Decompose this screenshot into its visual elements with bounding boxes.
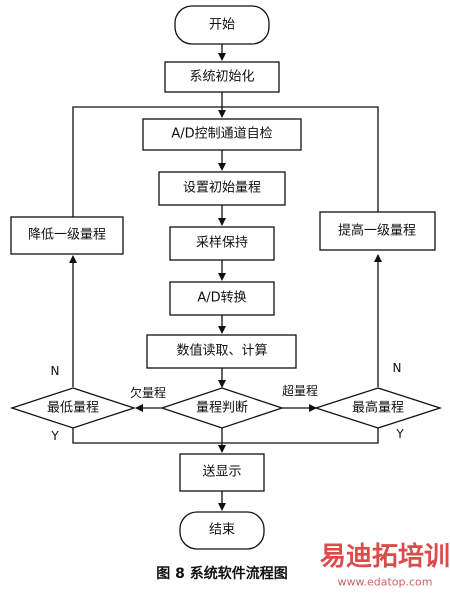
figure-caption: 图 8 系统软件流程图 xyxy=(156,565,288,582)
end-terminal xyxy=(179,511,265,550)
selftest-box xyxy=(142,118,302,151)
start-label: 开始 xyxy=(209,18,235,33)
sample-hold-box xyxy=(169,226,275,261)
min-yes-label: Y xyxy=(50,429,59,443)
max-range-label: 最高量程 xyxy=(352,400,404,416)
init-box xyxy=(164,61,280,93)
read-calc-label: 数值读取、计算 xyxy=(176,343,267,359)
read-calc-box xyxy=(146,334,297,369)
ad-convert-box xyxy=(169,281,275,316)
under-range-label: 欠量程 xyxy=(130,385,166,400)
raise-one-label: 提高一级量程 xyxy=(338,223,416,239)
edge-min-display xyxy=(72,428,222,444)
min-range-diamond xyxy=(9,387,137,429)
display-box xyxy=(179,453,265,492)
lower-one-label: 降低一级量程 xyxy=(28,228,106,243)
range-judge-diamond xyxy=(159,387,285,429)
sample-hold-label: 采样保持 xyxy=(196,236,248,251)
set-range-box xyxy=(158,171,286,206)
raise-one-box xyxy=(319,211,436,251)
watermark-brand: 易迪拓培训 xyxy=(320,542,450,572)
min-no-label: N xyxy=(51,364,60,378)
max-yes-label: Y xyxy=(395,427,404,441)
edge-raise-loop xyxy=(222,106,379,212)
end-label: 结束 xyxy=(209,523,235,538)
set-range-label: 设置初始量程 xyxy=(183,181,261,196)
over-range-label: 超量程 xyxy=(282,383,318,398)
display-label: 送显示 xyxy=(202,465,241,480)
range-judge-label: 量程判断 xyxy=(196,401,248,416)
selftest-label: A/D控制通道自检 xyxy=(171,127,272,142)
watermark-url: www.edatop.com xyxy=(338,576,433,589)
min-range-label: 最低量程 xyxy=(47,401,99,416)
edge-lower-loop xyxy=(72,106,222,217)
ad-convert-label: A/D转换 xyxy=(197,291,246,306)
max-range-diamond xyxy=(313,387,443,429)
edge-max-display xyxy=(222,428,379,444)
lower-one-box xyxy=(10,216,124,255)
start-terminal xyxy=(174,5,270,45)
init-label: 系统初始化 xyxy=(189,70,254,85)
max-no-label: N xyxy=(393,361,402,375)
